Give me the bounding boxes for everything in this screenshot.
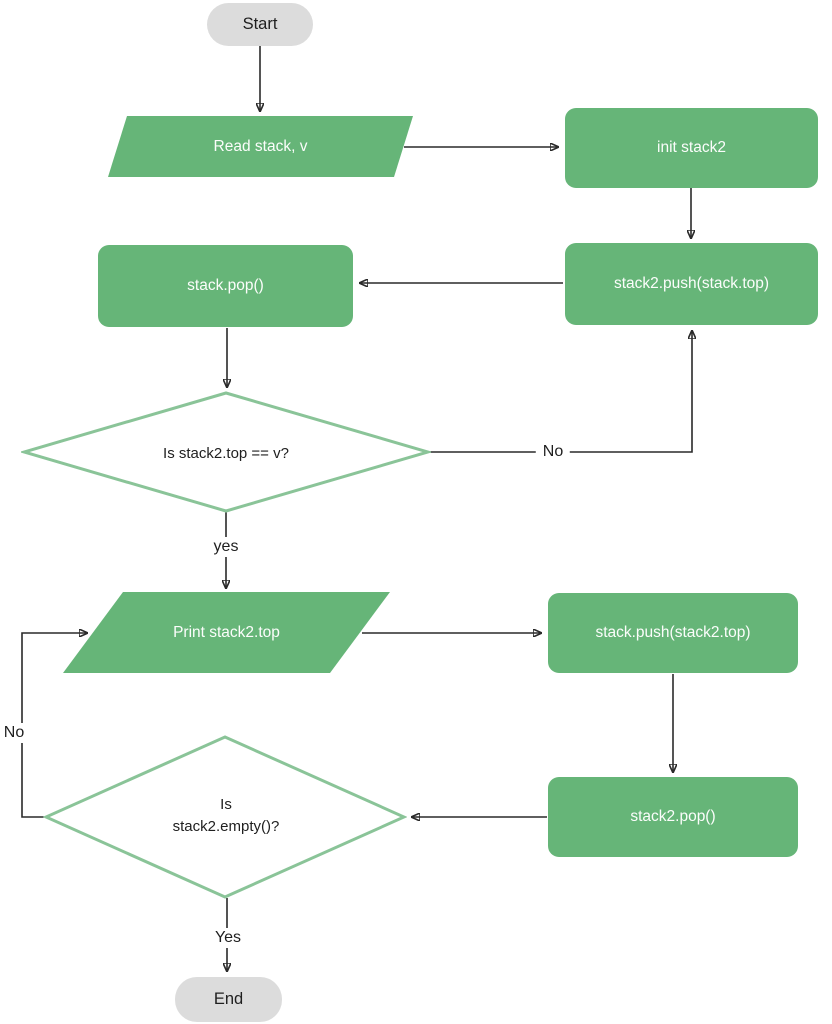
node-stack-pop: stack.pop() — [98, 245, 353, 327]
node-stack-push-label: stack.push(stack2.top) — [595, 624, 751, 642]
node-init-stack2-label: init stack2 — [657, 139, 726, 157]
node-print-stack2-top: Print stack2.top — [63, 592, 390, 673]
node-stack2-push-label: stack2.push(stack.top) — [613, 275, 770, 293]
decision2-label: Is stack2.empty()? — [172, 796, 280, 835]
node-end-label: End — [213, 990, 244, 1009]
decision1-diamond-shape — [21, 391, 431, 513]
node-end-terminator: End — [175, 977, 282, 1022]
node-read-input: Read stack, v — [108, 116, 413, 177]
edge-decision1-no-to-stack2push — [429, 331, 692, 453]
node-stack2-push: stack2.push(stack.top) — [565, 243, 818, 325]
node-start-terminator: Start — [207, 3, 313, 46]
edge-label-decision1-no: No — [535, 442, 571, 462]
decision1-label: Is stack2.top == v? — [163, 445, 289, 462]
node-init-stack2: init stack2 — [565, 108, 818, 188]
edge-label-decision1-yes: yes — [206, 537, 246, 557]
decision2-diamond-shape — [43, 735, 407, 899]
node-stack2-pop-label: stack2.pop() — [630, 808, 716, 826]
node-stack-push: stack.push(stack2.top) — [548, 593, 798, 673]
node-stack2-pop: stack2.pop() — [548, 777, 798, 857]
node-stack-pop-label: stack.pop() — [187, 277, 264, 295]
node-read-input-label: Read stack, v — [213, 137, 308, 155]
edge-label-decision2-no: No — [0, 723, 32, 743]
node-start-label: Start — [242, 15, 278, 34]
edge-label-decision2-yes: Yes — [207, 928, 249, 948]
node-print-stack2-top-label: Print stack2.top — [173, 623, 280, 641]
